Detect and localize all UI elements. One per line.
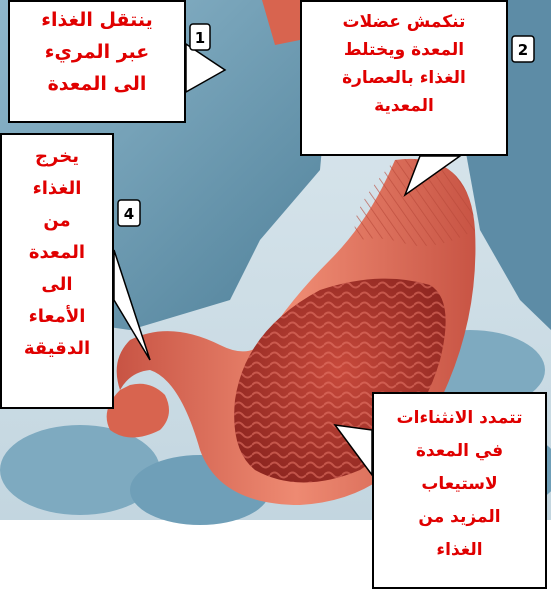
callout-step-2-line: تنكمش عضلات	[302, 8, 506, 36]
callout-step-1: ينتقل الغذاء عبر المريء الى المعدة	[8, 0, 186, 123]
step-marker-2: 2	[512, 36, 534, 62]
callout-step-1-line: عبر المريء	[10, 36, 184, 68]
callout-step-1-line: ينتقل الغذاء	[10, 4, 184, 36]
callout-step-4-line: من	[2, 205, 112, 237]
callout-step-3: تتمدد الانثناءات في المعدة لاستيعاب المز…	[372, 392, 547, 589]
callout-step-2: تنكمش عضلات المعدة ويختلط الغذاء بالعصار…	[300, 0, 508, 156]
callout-step-4-line: الأمعاء	[2, 301, 112, 333]
callout-step-4-line: الى	[2, 269, 112, 301]
callout-step-3-line: الغذاء	[374, 534, 545, 567]
callout-step-2-line: الغذاء بالعصارة	[302, 64, 506, 92]
callout-step-2-line: المعدية	[302, 92, 506, 120]
callout-step-4-line: الغذاء	[2, 173, 112, 205]
callout-step-3-line: تتمدد الانثناءات	[374, 402, 545, 435]
callout-step-3-line: لاستيعاب	[374, 468, 545, 501]
callout-step-1-line: الى المعدة	[10, 68, 184, 100]
step-marker-4: 4	[118, 200, 140, 226]
callout-step-3-line: في المعدة	[374, 435, 545, 468]
step-marker-1-number: 1	[195, 29, 205, 47]
callout-step-3-line: المزيد من	[374, 501, 545, 534]
step-marker-1: 1	[190, 24, 210, 50]
step-marker-4-number: 4	[124, 205, 134, 223]
callout-step-4: يخرج الغذاء من المعدة الى الأمعاء الدقيق…	[0, 133, 114, 409]
callout-step-4-line: الدقيقة	[2, 333, 112, 365]
step-marker-2-number: 2	[518, 41, 528, 59]
callout-step-4-line: يخرج	[2, 141, 112, 173]
callout-step-2-line: المعدة ويختلط	[302, 36, 506, 64]
callout-step-4-line: المعدة	[2, 237, 112, 269]
